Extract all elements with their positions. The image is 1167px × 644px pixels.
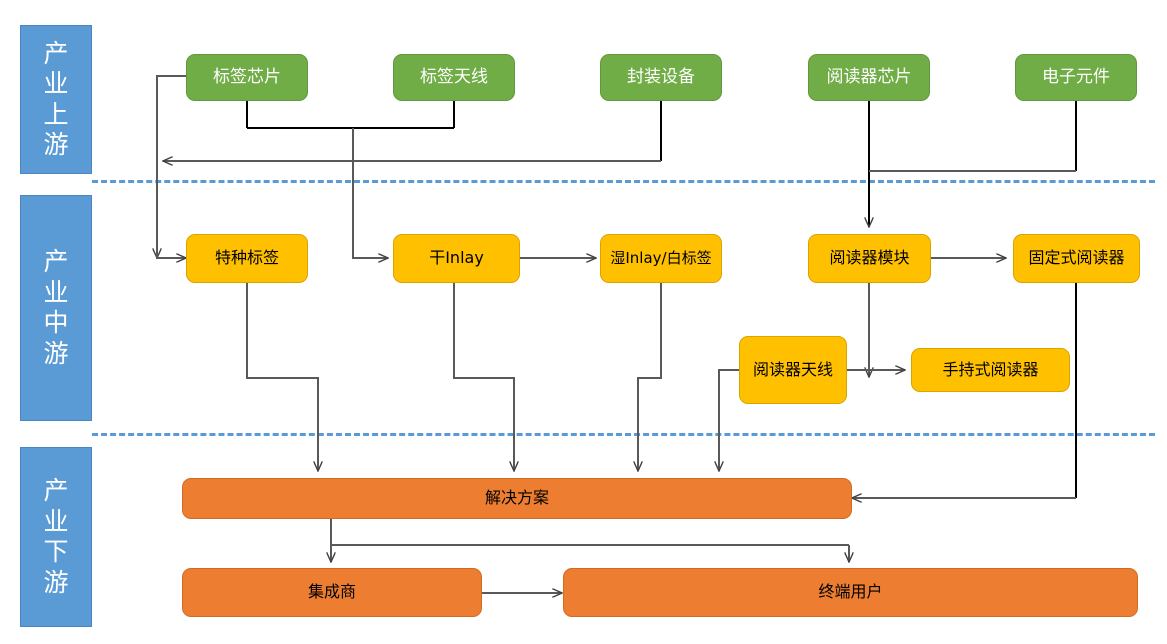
wire-tagchip-elbow: [156, 250, 186, 258]
wire-dryinlay-to-solution: [453, 283, 514, 471]
node-package-equipment[interactable]: 封装设备: [600, 54, 722, 101]
wire-merge-to-dryinlay: [352, 128, 388, 258]
node-reader-chip-label: 阅读器芯片: [826, 66, 912, 87]
node-end-user-label: 终端用户: [818, 582, 883, 602]
node-handheld-reader[interactable]: 手持式阅读器: [911, 348, 1070, 392]
node-end-user[interactable]: 终端用户: [563, 568, 1138, 617]
node-fixed-reader-label: 固定式阅读器: [1028, 248, 1125, 268]
node-reader-antenna-label: 阅读器天线: [752, 359, 833, 379]
divider-midstream-downstream: [92, 433, 1155, 436]
node-integrator-label: 集成商: [307, 582, 356, 602]
band-upstream: 产业上游: [20, 25, 92, 174]
wire-tagchip-to-specialtag: [157, 75, 186, 258]
node-electronic-parts-label: 电子元件: [1042, 66, 1110, 87]
node-special-tag-label: 特种标签: [214, 248, 279, 268]
node-integrator[interactable]: 集成商: [182, 568, 482, 617]
wire-specialtag-to-solution: [246, 283, 318, 471]
node-dry-inlay-label: 干Inlay: [429, 248, 484, 268]
node-wet-inlay-label: 湿Inlay/白标签: [610, 248, 712, 267]
node-tag-chip-label: 标签芯片: [213, 66, 281, 87]
node-handheld-reader-label: 手持式阅读器: [942, 359, 1039, 379]
node-solution-label: 解决方案: [484, 488, 549, 508]
node-wet-inlay[interactable]: 湿Inlay/白标签: [600, 234, 722, 283]
node-dry-inlay[interactable]: 干Inlay: [393, 234, 520, 283]
node-reader-chip[interactable]: 阅读器芯片: [808, 54, 930, 101]
node-solution[interactable]: 解决方案: [182, 478, 852, 519]
wire-wetinlay-to-solution: [638, 283, 662, 471]
node-fixed-reader[interactable]: 固定式阅读器: [1013, 234, 1140, 283]
band-midstream: 产业中游: [20, 195, 92, 421]
band-midstream-label: 产业中游: [43, 247, 70, 368]
node-package-equipment-label: 封装设备: [627, 66, 695, 87]
wire-readerantenna-to-solution: [719, 369, 739, 471]
node-reader-antenna[interactable]: 阅读器天线: [739, 336, 847, 404]
band-downstream: 产业下游: [20, 447, 92, 627]
node-reader-module[interactable]: 阅读器模块: [808, 234, 931, 283]
node-tag-chip[interactable]: 标签芯片: [186, 54, 308, 101]
divider-upstream-midstream: [92, 180, 1155, 183]
node-reader-module-label: 阅读器模块: [829, 248, 910, 268]
band-upstream-label: 产业上游: [43, 38, 70, 160]
node-electronic-parts[interactable]: 电子元件: [1015, 54, 1137, 101]
band-downstream-label: 产业下游: [43, 476, 70, 597]
node-tag-antenna-label: 标签天线: [420, 66, 488, 87]
node-special-tag[interactable]: 特种标签: [186, 234, 308, 283]
node-tag-antenna[interactable]: 标签天线: [393, 54, 515, 101]
